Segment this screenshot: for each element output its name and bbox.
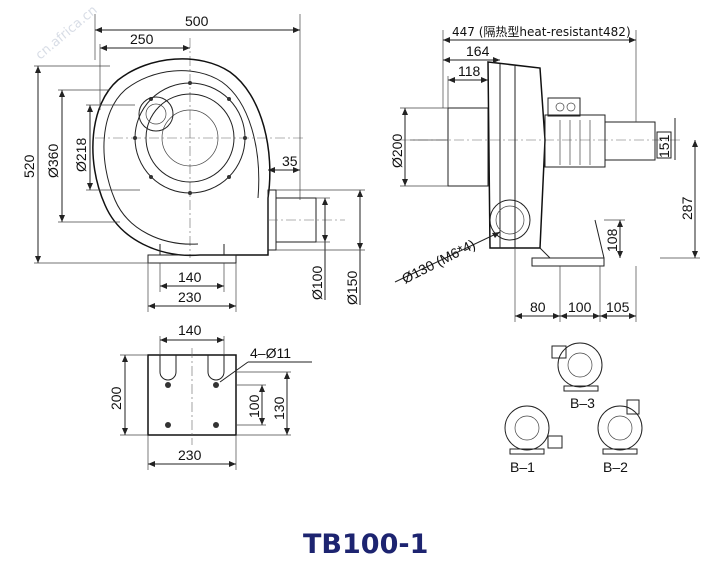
- base-plate-view: 140 4–Ø11 200 100 130 230: [108, 322, 312, 470]
- dim-dia-150: Ø150: [344, 271, 360, 305]
- holes-4-dia-11: 4–Ø11: [250, 345, 291, 361]
- orientation-b3: B–3: [551, 342, 603, 411]
- dim-dia-218: Ø218: [73, 138, 89, 172]
- orientation-b2: B–2: [597, 399, 643, 475]
- dim-447-heat-resistant: 447 (隔热型heat-resistant482): [452, 25, 631, 39]
- dim-164: 164: [466, 43, 490, 59]
- dim-130: 130: [271, 396, 287, 420]
- orientation-b1: B–1: [504, 405, 563, 475]
- label-b2: B–2: [603, 459, 628, 475]
- front-view: 500 250 520 Ø360 Ø218 35 Ø100: [21, 13, 365, 312]
- watermark: cn.africa.cn: [33, 3, 101, 63]
- dim-dia-100: Ø100: [309, 266, 325, 300]
- dim-230-plate: 230: [178, 447, 202, 463]
- dim-520: 520: [21, 154, 37, 178]
- dim-151: 151: [656, 134, 672, 158]
- dim-108: 108: [604, 228, 620, 252]
- dim-dia-130-m6: Ø130 (M6*4): [399, 236, 478, 287]
- side-view: 447 (隔热型heat-resistant482) 164 118 Ø200 …: [389, 25, 700, 322]
- dim-35: 35: [282, 153, 298, 169]
- dim-230-front: 230: [178, 289, 202, 305]
- dim-dia-200: Ø200: [389, 134, 405, 168]
- dim-500: 500: [185, 13, 209, 29]
- dim-118: 118: [458, 63, 481, 79]
- dim-200: 200: [108, 386, 124, 410]
- dim-100-plate: 100: [246, 394, 262, 418]
- dim-250: 250: [130, 31, 154, 47]
- dim-140-front: 140: [178, 269, 202, 285]
- dim-140-plate: 140: [178, 322, 202, 338]
- label-b3: B–3: [570, 395, 595, 411]
- model-title: TB100-1: [303, 529, 428, 560]
- dim-100-side: 100: [568, 299, 592, 315]
- dim-287: 287: [679, 196, 695, 220]
- dim-105: 105: [606, 299, 630, 315]
- label-b1: B–1: [510, 459, 535, 475]
- dim-dia-360: Ø360: [45, 144, 61, 178]
- dim-80: 80: [530, 299, 546, 315]
